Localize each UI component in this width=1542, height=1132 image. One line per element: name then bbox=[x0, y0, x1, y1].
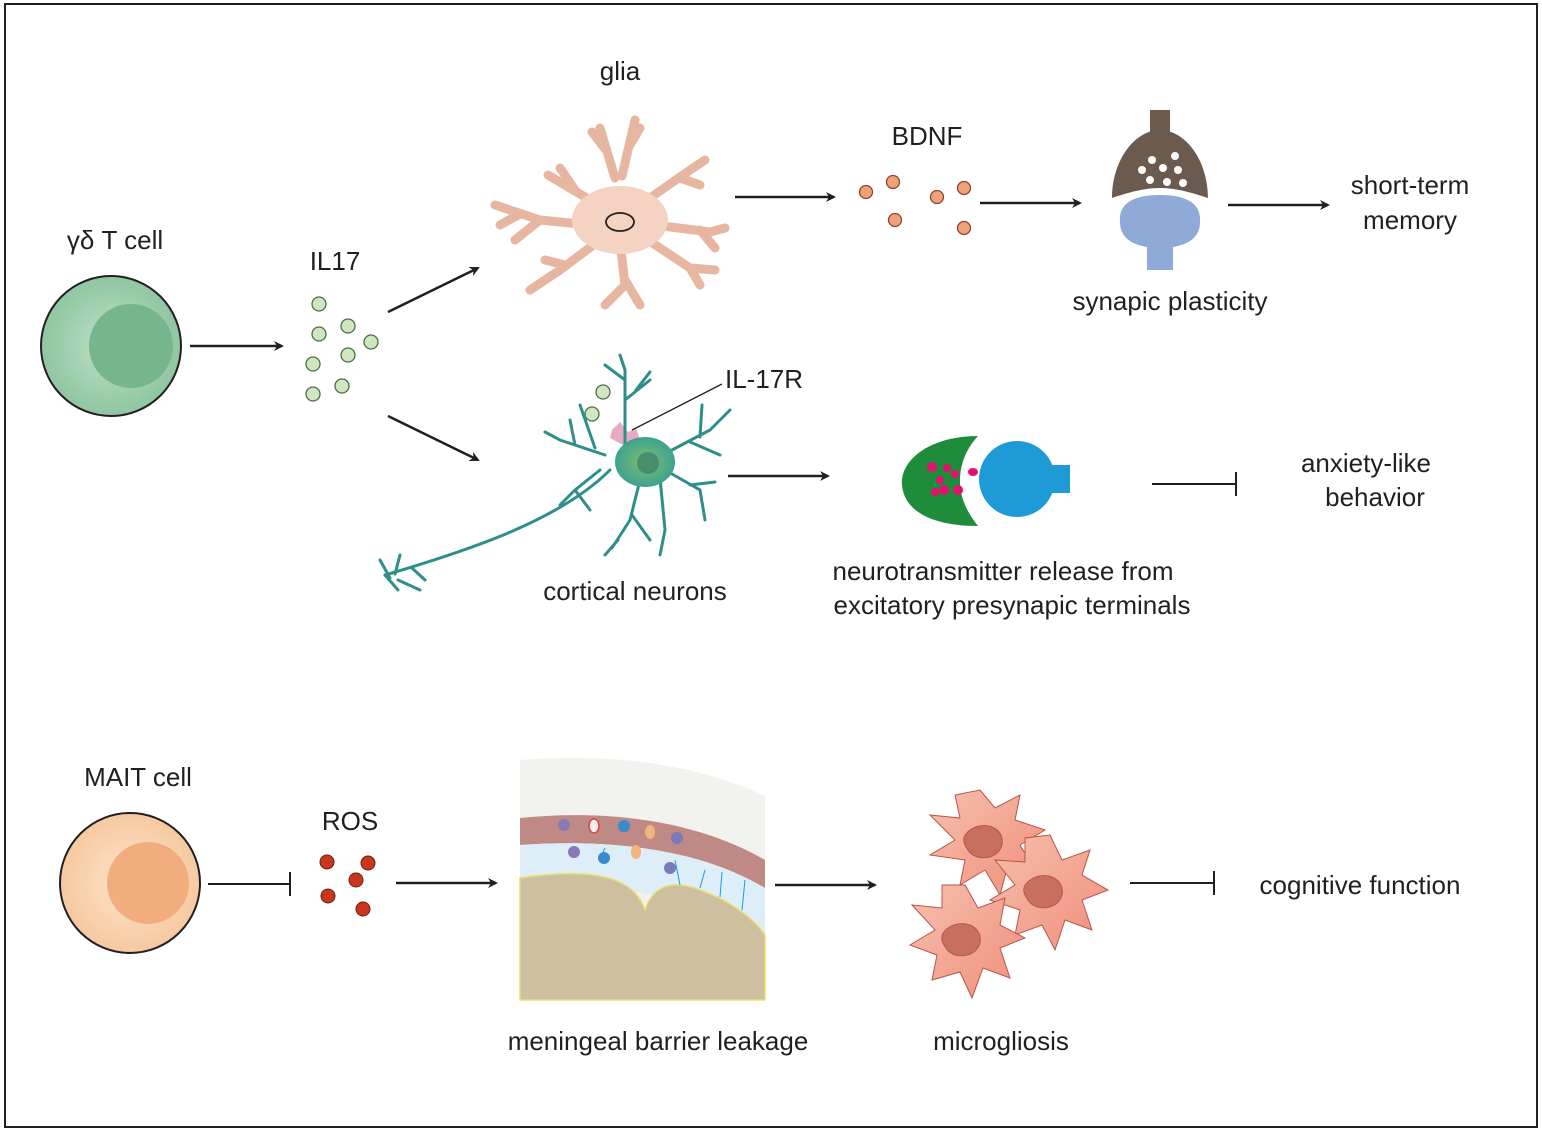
short-term-label-line1: short-term bbox=[1351, 170, 1469, 200]
il17r-pointer bbox=[631, 383, 723, 431]
synaptic-plasticity-label: synapic plasticity bbox=[1072, 286, 1267, 316]
cognitive-function-label: cognitive function bbox=[1260, 870, 1461, 900]
glia-label: glia bbox=[600, 56, 641, 86]
glia-cell bbox=[490, 115, 730, 310]
neurotransmitter-label-line1: neurotransmitter release from bbox=[832, 556, 1173, 586]
gd-t-cell-label: γδ T cell bbox=[67, 225, 163, 255]
anxiety-label-line2: behavior bbox=[1325, 482, 1425, 512]
meninges-icon bbox=[519, 757, 766, 1001]
gd-t-cell bbox=[40, 275, 182, 417]
il17-near-receptor bbox=[584, 384, 611, 422]
il17-dots bbox=[305, 296, 379, 402]
synapse-icon bbox=[1112, 110, 1208, 270]
short-term-label-line2: memory bbox=[1363, 205, 1457, 235]
bdnf-dots bbox=[858, 174, 972, 236]
arrow-il17-to-neurons bbox=[387, 414, 480, 462]
meningeal-label: meningeal barrier leakage bbox=[508, 1026, 809, 1056]
ros-label: ROS bbox=[322, 806, 378, 836]
cortical-neuron bbox=[378, 353, 732, 592]
mait-cell-label: MAIT cell bbox=[84, 762, 192, 792]
mait-cell bbox=[59, 812, 201, 954]
il17r-label: IL-17R bbox=[725, 364, 803, 394]
presynaptic-terminal-icon bbox=[901, 436, 978, 526]
neuron-nucleus bbox=[637, 452, 659, 474]
microgliosis-label: microgliosis bbox=[933, 1026, 1069, 1056]
cortical-neurons-label: cortical neurons bbox=[543, 576, 727, 606]
anxiety-label-line1: anxiety-like bbox=[1301, 448, 1431, 478]
neurotransmitter-label-line2: excitatory presynapic terminals bbox=[834, 590, 1191, 620]
il17-label: IL17 bbox=[310, 246, 361, 276]
bdnf-label: BDNF bbox=[892, 121, 963, 151]
outer-frame bbox=[4, 3, 1538, 1128]
microglia-cluster-icon bbox=[908, 789, 1110, 1000]
arrow-il17-to-glia bbox=[387, 266, 480, 314]
ros-dots bbox=[319, 854, 376, 917]
postsynaptic-terminal-icon bbox=[979, 441, 1070, 517]
